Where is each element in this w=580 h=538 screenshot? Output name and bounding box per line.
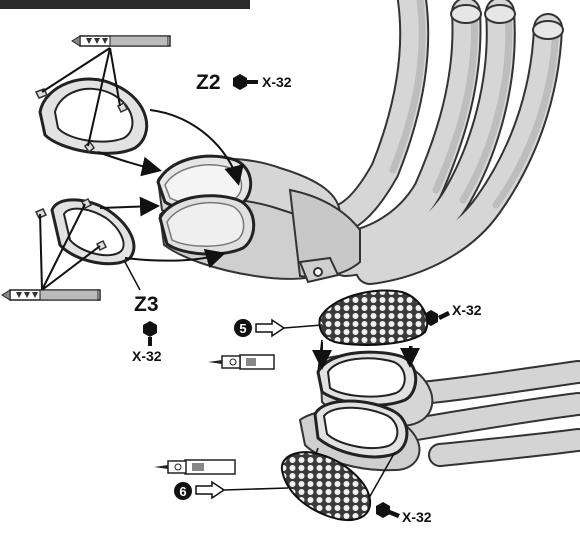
mounting-bracket — [300, 258, 338, 282]
hex-nut-icon — [233, 74, 258, 90]
heading-bar — [0, 0, 250, 9]
step5-thread-locker-label: X-32 — [452, 303, 482, 317]
step6-pointer-arrow — [196, 482, 288, 498]
step5-pointer-arrow — [256, 320, 322, 336]
z3-outlet-opening — [160, 196, 254, 254]
z3-label: Z3 — [134, 294, 159, 315]
adhesive-tube-icon — [154, 460, 235, 474]
z3-gasket — [52, 200, 134, 264]
step6-badge-number: 6 — [179, 484, 186, 499]
hex-nut-icon — [376, 502, 400, 518]
step5-badge-number: 5 — [239, 321, 246, 336]
adhesive-tube-icon — [208, 355, 274, 369]
z2-gasket — [40, 79, 147, 153]
step6-badge: 6 — [174, 482, 192, 500]
z3-thread-locker-label: X-32 — [132, 349, 162, 363]
step5-badge: 5 — [234, 319, 252, 337]
z3-label-leader — [125, 262, 140, 290]
utility-knife-icon — [2, 290, 100, 300]
z2-thread-locker-label: X-32 — [262, 75, 292, 89]
utility-knife-icon — [72, 36, 170, 46]
step5-gasket — [318, 352, 416, 405]
step5-mesh-guard — [320, 290, 428, 345]
step6-thread-locker-label: X-32 — [402, 510, 432, 524]
z2-label: Z2 — [196, 72, 221, 93]
hex-nut-icon — [143, 321, 157, 346]
